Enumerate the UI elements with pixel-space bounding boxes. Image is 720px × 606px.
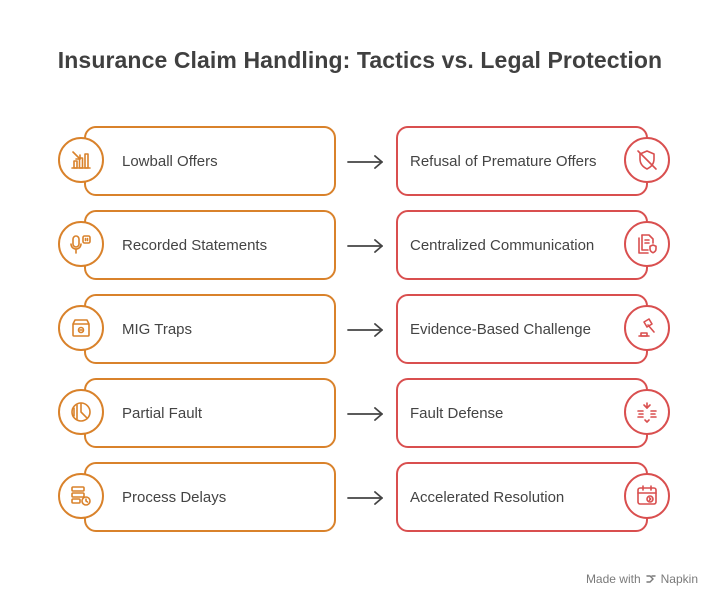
protection-label: Evidence-Based Challenge [410,321,591,338]
document-shield-icon [624,221,670,267]
comparison-row: Process Delays Accelerated Resolution [0,462,720,534]
pie-chart-icon [58,389,104,435]
arrow-right-icon [347,323,383,337]
comparison-row: Recorded Statements Centralized Communic… [0,210,720,282]
protection-card [396,210,648,280]
comparison-row: Lowball Offers Refusal of Premature Offe… [0,126,720,198]
tactic-card [84,126,336,196]
protection-label: Refusal of Premature Offers [410,153,597,170]
brand-name: Napkin [660,572,698,586]
protection-label: Fault Defense [410,405,504,422]
arrow-right-icon [347,239,383,253]
made-with-text: Made with [585,572,641,586]
napkin-logo-icon [645,575,656,583]
arrow-right-icon [347,407,383,421]
defense-icon [624,389,670,435]
tactic-label: Lowball Offers [122,153,218,170]
tactic-label: Process Delays [122,489,227,506]
calendar-fast-icon [624,473,670,519]
protection-label: Accelerated Resolution [410,489,565,506]
footer-attribution: Made with Napkin [586,572,698,586]
protection-card [396,126,648,196]
box-icon [58,305,104,351]
arrow-right-icon [347,155,383,169]
tactic-card [84,210,336,280]
tactic-card [84,462,336,532]
tactic-label: Recorded Statements [122,237,268,254]
comparison-row: MIG Traps Evidence-Based Challenge [0,294,720,366]
protection-card [396,462,648,532]
server-clock-icon [58,473,104,519]
microphone-icon [58,221,104,267]
page-title: Insurance Claim Handling: Tactics vs. Le… [57,47,663,73]
protection-label: Centralized Communication [410,237,595,254]
tactic-label: Partial Fault [122,405,203,422]
comparison-row: Partial Fault Fault Defense [0,378,720,450]
tactic-card [84,378,336,448]
arrow-right-icon [347,491,383,505]
shield-off-icon [624,137,670,183]
protection-card [396,294,648,364]
gavel-icon [624,305,670,351]
tactic-label: MIG Traps [122,321,193,338]
chart-decline-icon [58,137,104,183]
